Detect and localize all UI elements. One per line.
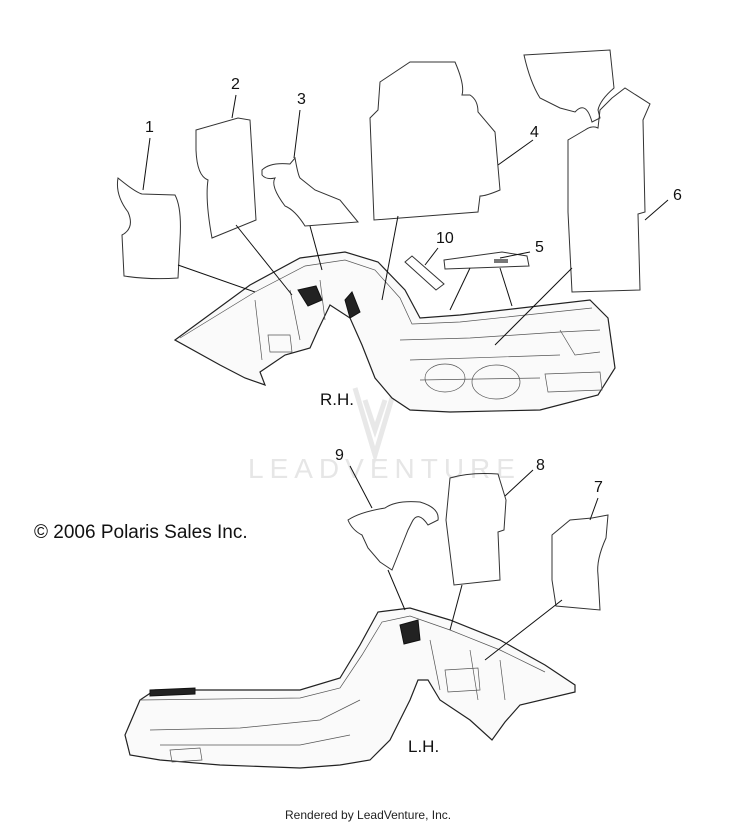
part-5-pad[interactable] xyxy=(443,251,530,270)
lower-leaders xyxy=(349,465,599,661)
part-9-pad[interactable] xyxy=(347,501,439,571)
callout-9: 9 xyxy=(335,447,344,464)
watermark-text: LEADVENTURE xyxy=(248,453,521,484)
upper-leaders xyxy=(142,94,669,346)
part-3-pad[interactable] xyxy=(261,156,359,227)
callout-1: 1 xyxy=(145,119,154,136)
watermark: LEADVENTURE xyxy=(248,387,521,484)
part-7-pad[interactable] xyxy=(551,514,609,611)
callout-3: 3 xyxy=(297,91,306,108)
callout-4: 4 xyxy=(530,124,539,141)
part-8-pad[interactable] xyxy=(445,473,507,586)
part-4-pad[interactable] xyxy=(369,61,501,221)
part-2-pad[interactable] xyxy=(195,117,257,239)
copyright-text: © 2006 Polaris Sales Inc. xyxy=(34,522,248,543)
callout-7: 7 xyxy=(594,479,603,496)
part-1-pad[interactable] xyxy=(117,177,181,280)
part-6-pad[interactable] xyxy=(523,49,651,293)
callout-2: 2 xyxy=(231,76,240,93)
footer-text: Rendered by LeadVenture, Inc. xyxy=(285,808,451,822)
label-rh: R.H. xyxy=(320,390,354,409)
callout-8: 8 xyxy=(536,457,545,474)
lh-fender[interactable] xyxy=(124,607,576,769)
callout-6: 6 xyxy=(673,187,682,204)
part-10-pad[interactable] xyxy=(404,255,445,291)
callout-10: 10 xyxy=(436,230,454,247)
rh-fender[interactable] xyxy=(173,251,616,413)
callout-5: 5 xyxy=(535,239,544,256)
label-lh: L.H. xyxy=(408,737,439,756)
